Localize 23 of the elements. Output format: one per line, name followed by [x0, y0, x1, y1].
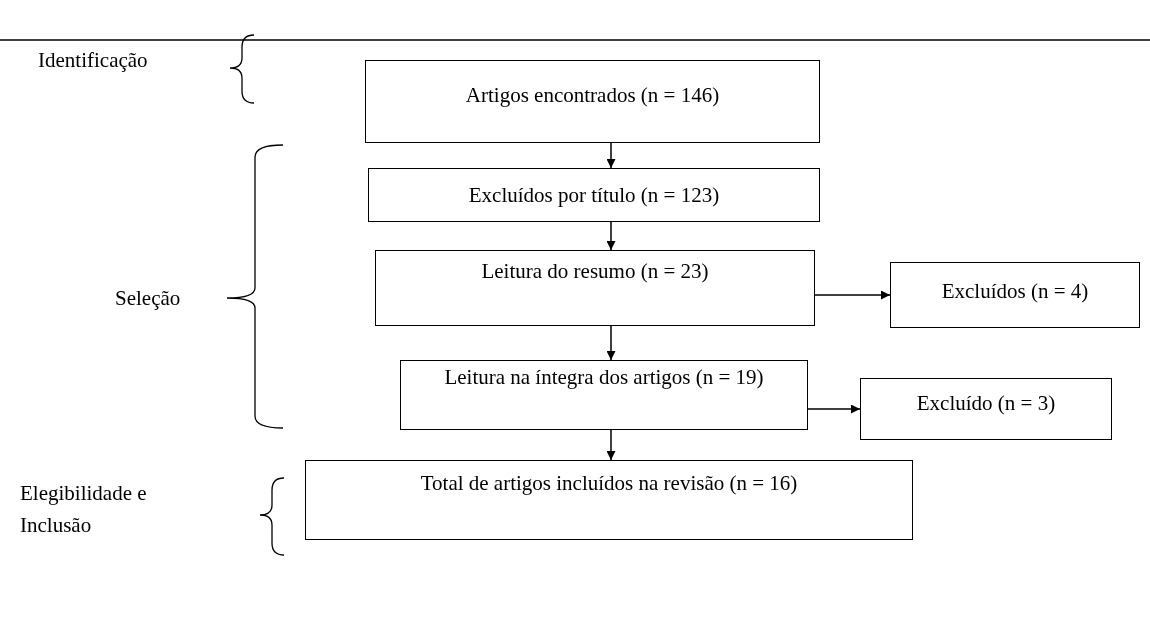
- box-text: Excluídos por título (n = 123): [468, 183, 720, 208]
- process-box: [305, 460, 913, 540]
- box-text: Leitura na íntegra dos artigos (n = 19): [444, 365, 764, 390]
- process-box: [400, 360, 808, 430]
- box-text: Artigos encontrados (n = 146): [465, 83, 720, 108]
- box-text: Leitura do resumo (n = 23): [481, 259, 709, 284]
- box-text: Total de artigos incluídos na revisão (n = 16): [420, 471, 798, 496]
- box-text: Excluídos (n = 4): [941, 279, 1089, 304]
- arrow: [606, 142, 616, 169]
- process-box: [860, 378, 1112, 440]
- arrow: [606, 429, 616, 461]
- process-box: [890, 262, 1140, 328]
- stage-label: Elegibilidade e Inclusão: [20, 480, 148, 539]
- box-text: Excluído (n = 3): [916, 391, 1056, 416]
- process-box: [365, 60, 820, 143]
- arrow: [814, 290, 891, 300]
- process-box: [375, 250, 815, 326]
- arrow: [606, 325, 616, 361]
- arrow: [807, 404, 861, 414]
- stage-label: Seleção: [115, 285, 182, 312]
- stage-label: Identificação: [38, 47, 149, 74]
- process-box: [368, 168, 820, 222]
- arrow: [606, 221, 616, 251]
